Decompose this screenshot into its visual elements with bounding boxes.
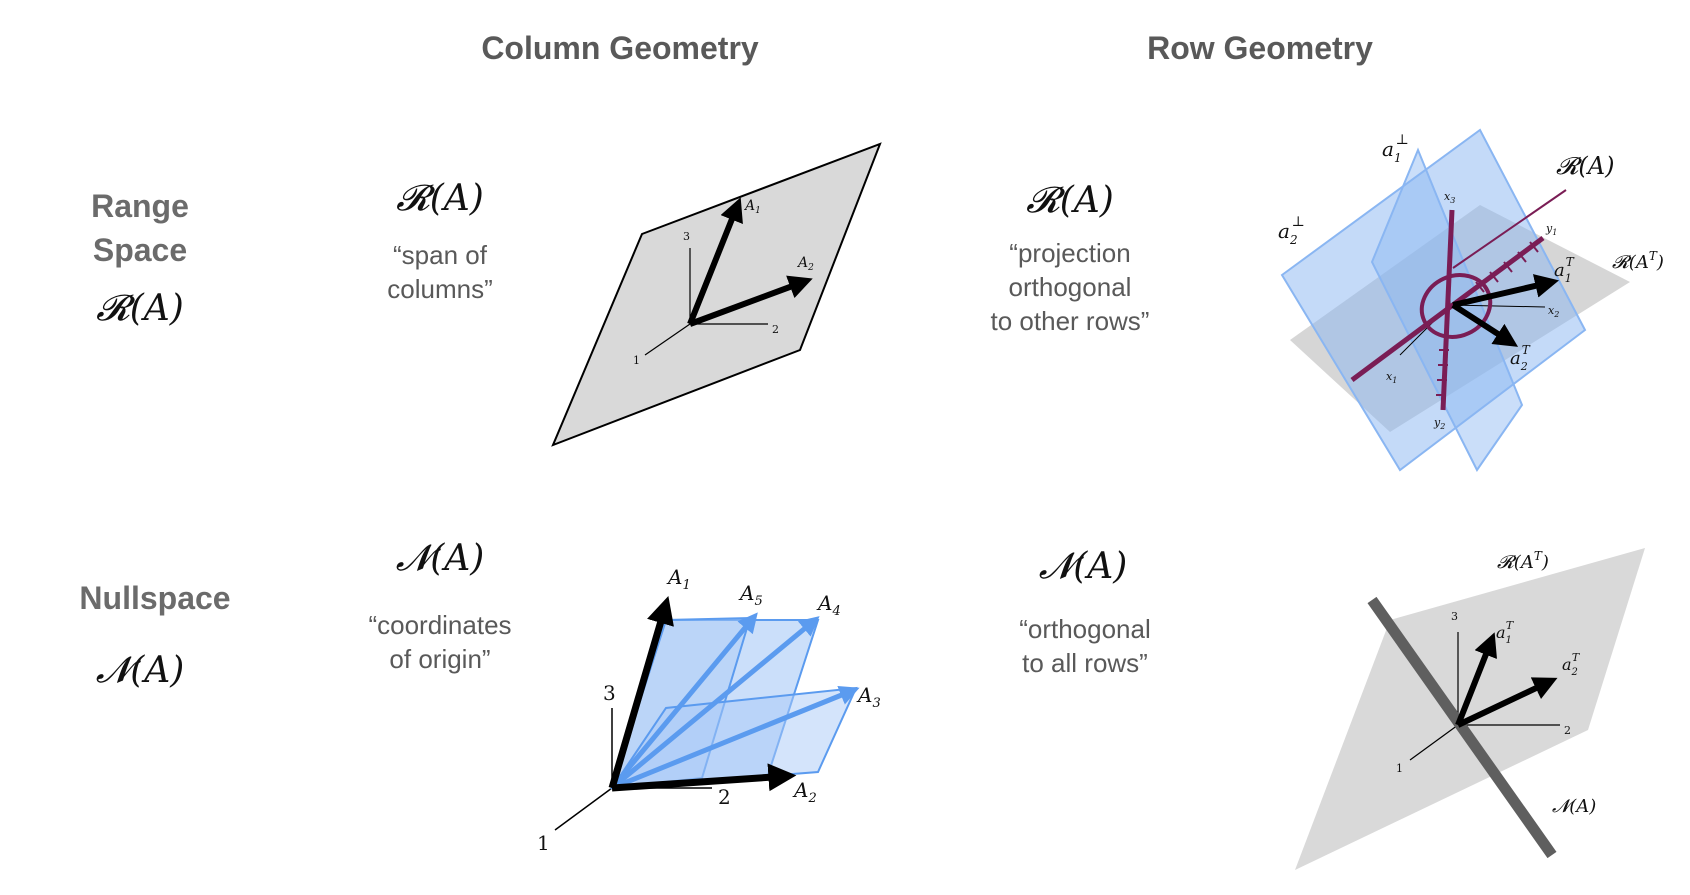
row-range-caption: “projection orthogonal to other rows” (955, 236, 1185, 338)
col-range-caption-line2: columns” (387, 274, 493, 304)
row-range-caption-line3: to other rows” (990, 306, 1150, 336)
column-a4-arrow (610, 616, 820, 790)
a2-perp-label: a2⊥ (1278, 214, 1305, 247)
range-space-title-line2: Space (92, 232, 188, 268)
column-a3-label: A3 (856, 683, 881, 711)
row-range-caption-line2: orthogonal (1008, 272, 1132, 302)
col-range-symbol: 𝓡(A) (396, 178, 484, 219)
x2-label: x2 (1548, 304, 1559, 319)
range-space-title-line1: Range (91, 188, 189, 224)
range-line (1452, 189, 1567, 269)
column-geometry-header: Column Geometry (481, 30, 759, 66)
column-a5-arrow (610, 612, 758, 790)
col-range-caption: “span of columns” (340, 238, 540, 306)
a2t-arrow (1451, 302, 1519, 347)
axis-1-label: 1 (537, 831, 550, 855)
orthogonal-plane-a2 (1280, 128, 1587, 472)
a2t-label: a2T (1510, 343, 1531, 373)
column-a2-arrow (611, 763, 797, 792)
column-a4-label: A4 (816, 591, 841, 619)
axis-1-line (1409, 724, 1459, 761)
axis-1-line (554, 787, 613, 831)
col-null-caption-line2: of origin” (389, 644, 491, 674)
column-a2-arrow (688, 275, 813, 327)
row-null-caption-line1: “orthogonal (1019, 614, 1151, 644)
axis-2-label: 2 (1564, 724, 1571, 737)
x2-axis (1449, 304, 1546, 308)
row-null-caption: “orthogonal to all rows” (975, 612, 1195, 680)
nullspace-symbol: 𝓝(A) (95, 650, 185, 691)
nullspace-title: Nullspace (79, 580, 231, 616)
column-a2-label: A2 (792, 778, 817, 806)
a1-perp-label: a1⊥ (1382, 132, 1409, 165)
row-null-symbol: 𝓝(A) (1038, 546, 1128, 587)
axis-2-label: 2 (718, 785, 731, 809)
row-range-caption-line1: “projection (1009, 238, 1131, 268)
axis-1-label: 1 (1396, 762, 1403, 775)
row-range-symbol: 𝓡(A) (1026, 180, 1114, 221)
x3-label: x3 (1444, 190, 1455, 205)
orthogonality-ring (1419, 273, 1493, 339)
col-null-caption-line1: “coordinates (368, 610, 512, 640)
axis-1-label: 1 (633, 354, 640, 367)
axis-3-label: 3 (1451, 610, 1458, 623)
row-null-diagram: 3 2 1 𝓡(AT) 𝓝(A) a1T a2T (1295, 548, 1645, 870)
col-null-symbol: 𝓝(A) (395, 538, 485, 579)
column-a3-arrow (611, 685, 860, 791)
axis-3-label: 3 (603, 681, 616, 705)
axis-1-line (644, 323, 691, 356)
nullspace-label: 𝓝(A) (1552, 796, 1596, 817)
column-a1-label: A1 (666, 565, 691, 593)
column-span-plane (551, 142, 882, 447)
y2-ticks (1436, 349, 1449, 396)
col-null-diagram: 3 2 1 A1 A5 A4 A3 A2 (537, 565, 881, 855)
row-space-plane (1295, 548, 1645, 870)
a1t-arrow (1452, 274, 1560, 308)
y1-ticks (1475, 241, 1539, 293)
range-space-symbol: 𝓡(A) (96, 288, 184, 329)
range-at-label: 𝓡(AT) (1497, 549, 1549, 573)
row-range-diagram: a1⊥ a2⊥ 𝓡(A) 𝓡(AT) a1T a2T x3 x2 x1 y1 y… (1278, 128, 1664, 472)
y2-label: y2 (1433, 416, 1445, 431)
range-at-label: 𝓡(AT) (1612, 249, 1664, 273)
axis-2-label: 2 (772, 323, 779, 336)
col-range-caption-line1: “span of (393, 240, 487, 270)
nullspace-line (1367, 596, 1557, 859)
column-a1-label: A1 (743, 198, 761, 216)
col-null-caption: “coordinates of origin” (330, 608, 550, 676)
a1t-label: a1T (1554, 255, 1575, 285)
a2t-arrow (1456, 677, 1558, 728)
a1t-label: a1T (1496, 619, 1515, 646)
a2t-label: a2T (1562, 651, 1581, 678)
range-a-label: 𝓡(A) (1556, 152, 1614, 180)
range-space-title: Range Space (40, 184, 240, 272)
column-a1-arrow (608, 595, 674, 789)
column-a2-label: A2 (796, 255, 814, 273)
column-a5-label: A5 (738, 581, 763, 609)
a1t-arrow (1455, 632, 1497, 727)
col-range-diagram: 3 2 1 A1 A2 (551, 142, 882, 447)
x1-label: x1 (1386, 370, 1397, 385)
column-a1-arrow (687, 197, 743, 326)
axis-3-label: 3 (683, 230, 690, 243)
y1-label: y1 (1545, 222, 1557, 237)
y2-line (1440, 209, 1455, 411)
row-geometry-header: Row Geometry (1147, 30, 1373, 66)
row-null-caption-line2: to all rows” (1022, 648, 1148, 678)
